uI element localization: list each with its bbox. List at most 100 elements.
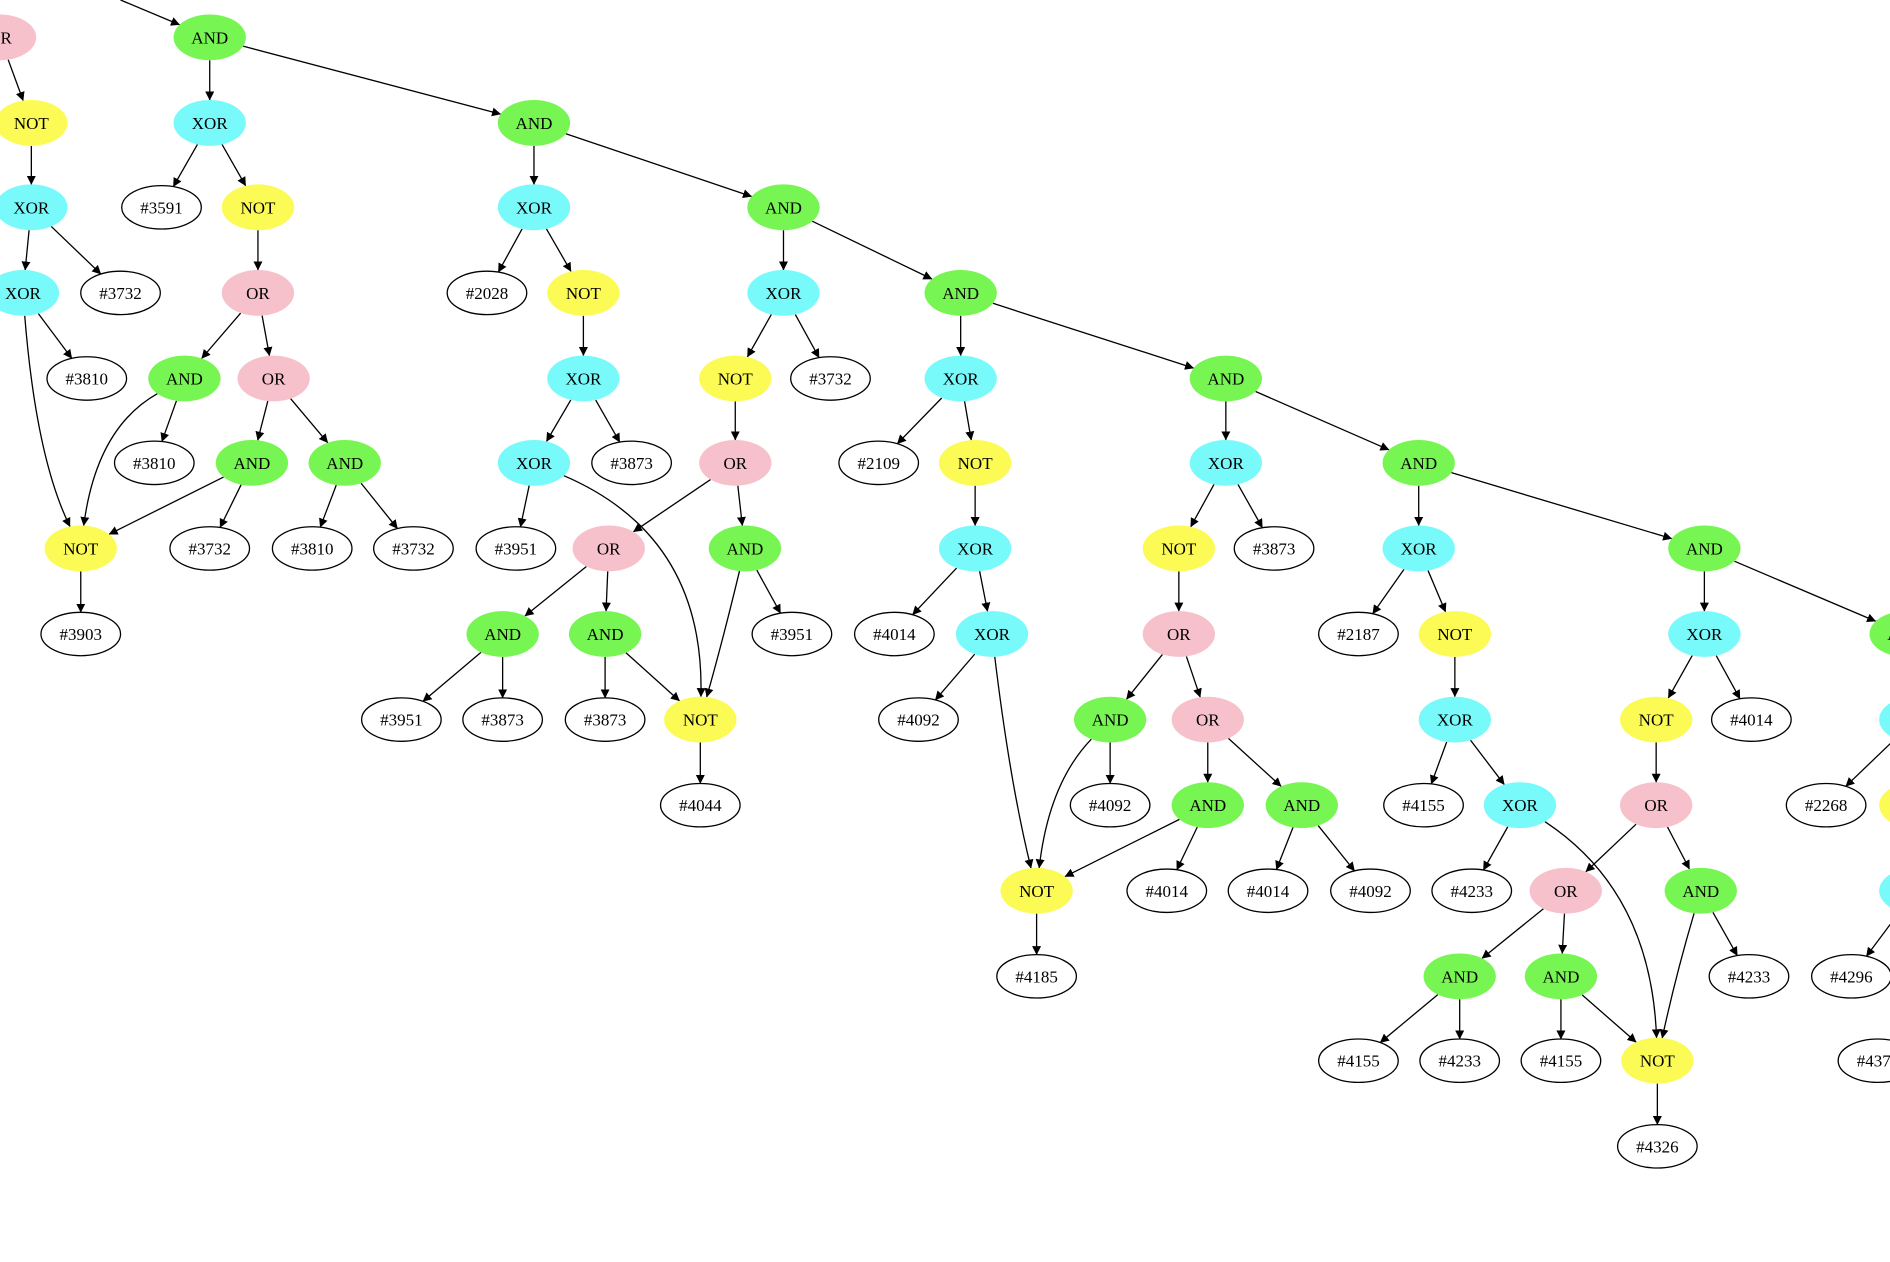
not-gate-node: NOT: [1621, 1037, 1694, 1084]
and-gate-node: AND: [1189, 355, 1263, 402]
edge-xor_5-to-v3873d: [1237, 484, 1263, 529]
edge-xor_6-to-v2187: [1372, 568, 1405, 615]
edge-xor_4a-to-v4014a: [912, 567, 958, 616]
edge-or_3-to-or_3b: [633, 479, 711, 533]
node-shape: [1811, 953, 1890, 999]
node-label: #4155: [1337, 1052, 1380, 1071]
node-label: OR: [0, 28, 12, 47]
node-shape: [46, 356, 128, 401]
not-gate-node: NOT: [699, 355, 772, 402]
node-shape: [221, 270, 295, 316]
node-shape: [659, 782, 741, 828]
edge-xor_2-to-not_2: [545, 228, 572, 272]
node-shape: [497, 184, 571, 231]
and-gate-node: AND: [1668, 525, 1741, 572]
node-label: NOT: [718, 369, 754, 388]
edge-xor_2a-to-xor_2b: [545, 399, 572, 442]
or-gate-node: OR: [572, 525, 645, 572]
variable-node: #4155: [1383, 782, 1464, 828]
edge-xor_4b-to-not_5x: [994, 656, 1034, 869]
node-label: XOR: [516, 198, 553, 217]
and-gate-node: AND: [747, 184, 820, 231]
node-shape: [1189, 355, 1263, 402]
node-label: AND: [516, 114, 553, 133]
node-shape: [568, 611, 642, 657]
node-label: NOT: [1161, 539, 1197, 558]
edge-xor_2b-to-not_3x: [563, 475, 706, 698]
xor-gate-node: XOR: [1879, 874, 1890, 908]
node-shape: [699, 439, 772, 486]
edge-xor_5-to-not_5: [1190, 484, 1215, 528]
node-label: #3810: [66, 369, 109, 388]
edge-xor_4a-to-xor_4b: [978, 571, 991, 612]
node-shape: [996, 953, 1078, 999]
variable-node: #3591: [121, 184, 202, 230]
not-gate-node: NOT: [0, 100, 68, 146]
node-label: #4092: [1089, 796, 1132, 815]
node-label: #4155: [1402, 796, 1445, 815]
edge-xor_1-to-not_1: [221, 144, 247, 187]
variable-node: #4233: [1419, 1038, 1501, 1084]
node-shape: [173, 100, 246, 146]
node-label: #3951: [771, 625, 814, 644]
edge-or_1-to-and_1a: [201, 312, 242, 359]
edge-and_3a-to-v3951b: [756, 569, 782, 614]
variable-node: #4185: [996, 953, 1078, 999]
or-gate-node: OR: [1529, 867, 1602, 914]
node-label: #3732: [809, 369, 852, 388]
node-shape: [853, 611, 935, 657]
edge-xor_2b-to-v3951a: [517, 485, 530, 528]
node-label: AND: [1189, 796, 1226, 815]
edge-xor_7-to-not_7: [1667, 655, 1693, 699]
edge-or_7-to-or_7b: [1585, 823, 1637, 873]
edge-or_3-to-and_3a: [736, 485, 746, 527]
node-shape: [308, 439, 381, 486]
node-shape: [1879, 703, 1890, 736]
node-label: XOR: [1686, 625, 1723, 644]
node-label: #3591: [140, 198, 183, 217]
node-shape: [1668, 525, 1741, 572]
node-label: #2109: [857, 454, 900, 473]
edge-or_7-to-and_7a: [1666, 826, 1691, 870]
node-shape: [1171, 696, 1244, 743]
node-shape: [1785, 782, 1867, 828]
variable-node: #4092: [1069, 782, 1151, 828]
node-label: XOR: [565, 369, 602, 388]
node-shape: [0, 184, 68, 231]
node-label: OR: [1554, 882, 1578, 901]
node-shape: [1171, 782, 1244, 829]
node-label: #4326: [1636, 1137, 1679, 1156]
edge-and_3a-to-not_3x: [704, 570, 741, 698]
edge-or_1b-to-and_1d: [290, 398, 329, 444]
node-label: XOR: [957, 539, 994, 558]
variable-node: #4155: [1520, 1038, 1602, 1084]
node-shape: [360, 697, 442, 742]
node-label: #4092: [897, 711, 940, 730]
node-label: #4374: [1857, 1052, 1890, 1071]
and-gate-node: AND: [1664, 867, 1737, 914]
edge-and_7-to-and_8: [1734, 560, 1877, 623]
xor-gate-node: XOR: [1879, 703, 1890, 736]
edge-and_1a-to-v3810b: [160, 400, 178, 442]
variable-node: #3732: [169, 526, 251, 571]
edge-and_3-to-and_4: [811, 220, 933, 280]
edge-or_5-to-and_5a: [1126, 654, 1163, 700]
and-gate-node: AND: [308, 439, 381, 486]
node-shape: [215, 439, 289, 486]
edge-xor_a-to-xor_b: [21, 230, 31, 271]
not-gate-node: NOT: [1620, 696, 1693, 743]
node-label: AND: [765, 198, 802, 217]
node-shape: [955, 611, 1029, 657]
variable-node: #2268: [1785, 782, 1867, 828]
edge-xor_6a-to-xor_6b: [1470, 739, 1505, 785]
node-shape: [699, 355, 772, 402]
and-gate-node: AND: [708, 525, 782, 572]
variable-node: #4014: [1227, 868, 1309, 914]
edge-and_6-to-and_7: [1451, 472, 1673, 541]
edge-and_3c-to-v3951c: [422, 651, 482, 702]
not-gate-node: NOT: [664, 696, 737, 743]
xor-gate-node: XOR: [547, 355, 620, 402]
variable-node: #4014: [1710, 697, 1792, 742]
node-shape: [1879, 788, 1890, 822]
edge-or_3b-to-and_3d: [601, 571, 611, 612]
